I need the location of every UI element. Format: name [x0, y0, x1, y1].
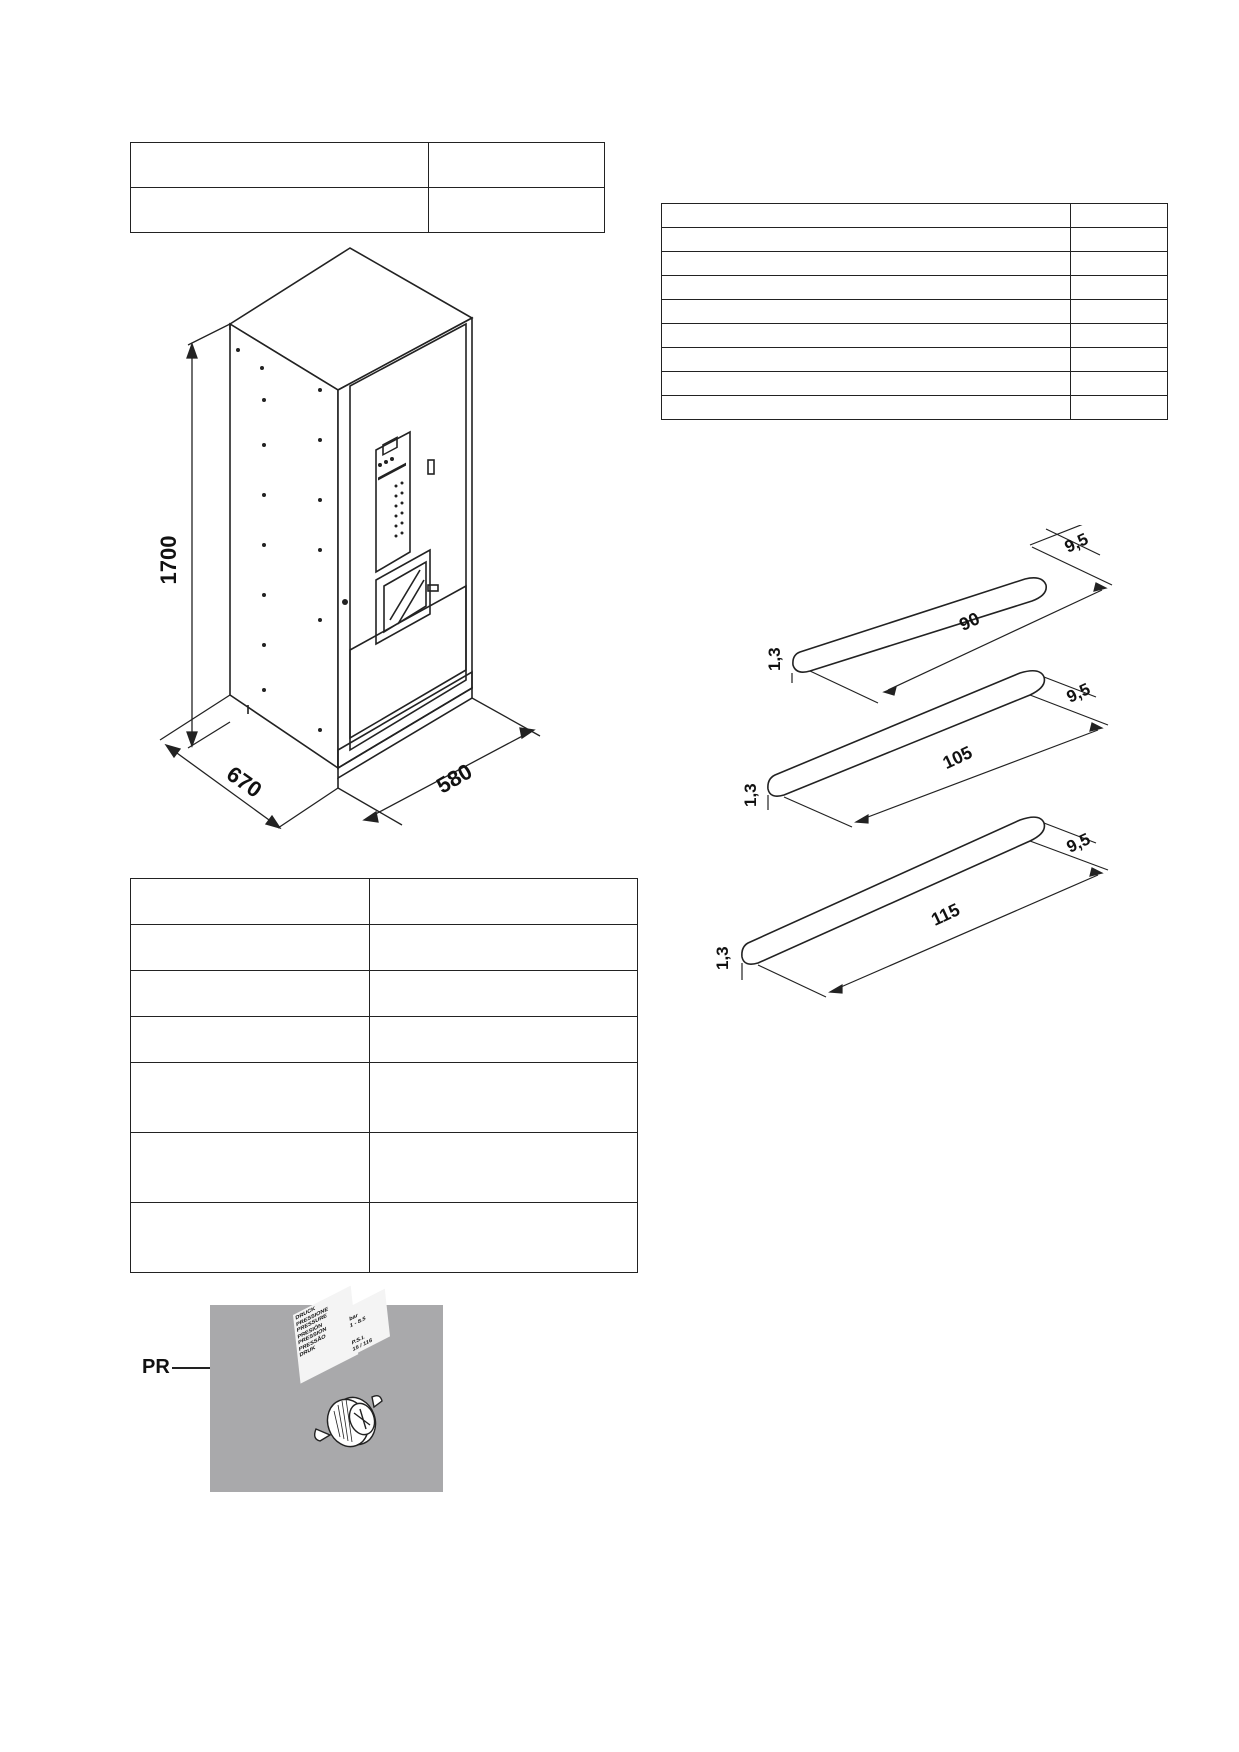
- table-cell: [661, 251, 1071, 276]
- table-cell: [1070, 347, 1168, 372]
- table-cell: [130, 878, 370, 925]
- stirrer-3-thickness-label: 1,3: [713, 946, 732, 970]
- depth-dimension-label: 670: [222, 761, 266, 803]
- stirrer-2-length-label: 105: [940, 742, 976, 773]
- psi-value: P.S.I. 15 / 116: [351, 1334, 373, 1354]
- stirrer-1-shape: [792, 577, 1048, 673]
- pressure-valve-knob-icon: [313, 1394, 383, 1448]
- stirrer-figures: 9,5 90 1,3 9,5 105 1,3 9,5 115 1,3: [713, 525, 1113, 998]
- table-cell: [369, 1202, 638, 1273]
- table-cell: [1070, 203, 1168, 228]
- stirrer-3-width-label: 9,5: [1064, 829, 1093, 856]
- table-cell: [369, 1016, 638, 1063]
- table-cell: [1070, 251, 1168, 276]
- table-cell: [369, 924, 638, 971]
- table-cell: [369, 1132, 638, 1203]
- table-cell: [1070, 275, 1168, 300]
- table-cell: [369, 878, 638, 925]
- valve-photo-panel: DRUCK PRESSIONE PRESSURE PRESIÓN PRESSIO…: [210, 1285, 443, 1492]
- pr-callout-label: PR: [142, 1356, 170, 1378]
- table-cell: [428, 142, 605, 188]
- stirrer-2-thickness-label: 1,3: [741, 783, 760, 807]
- table-cell: [1070, 323, 1168, 348]
- table-cell: [130, 1062, 370, 1133]
- table-cell: [661, 347, 1071, 372]
- top-left-table: [130, 142, 605, 233]
- table-cell: [661, 323, 1071, 348]
- machine-dimension-figure: 1700 670 580: [156, 247, 541, 830]
- table-cell: [130, 970, 370, 1017]
- stirrer-1-thickness-label: 1,3: [765, 647, 784, 671]
- table-cell: [130, 142, 429, 188]
- middle-left-table: [130, 878, 638, 1273]
- table-cell: [1070, 299, 1168, 324]
- table-cell: [661, 299, 1071, 324]
- top-right-table: [661, 203, 1168, 420]
- table-cell: [130, 1202, 370, 1273]
- stirrer-1-width-label: 9,5: [1062, 529, 1091, 556]
- table-cell: [661, 227, 1071, 252]
- table-cell: [661, 203, 1071, 228]
- table-cell: [1070, 371, 1168, 396]
- table-cell: [130, 924, 370, 971]
- stirrer-3-shape: [741, 816, 1046, 965]
- table-cell: [369, 1062, 638, 1133]
- table-cell: [661, 371, 1071, 396]
- table-cell: [369, 970, 638, 1017]
- table-cell: [130, 1016, 370, 1063]
- table-cell: [661, 275, 1071, 300]
- table-cell: [661, 395, 1071, 420]
- table-cell: [1070, 395, 1168, 420]
- table-cell: [1070, 227, 1168, 252]
- height-dimension-label: 1700: [156, 536, 181, 585]
- stirrer-2-shape: [767, 669, 1046, 797]
- table-cell: [130, 1132, 370, 1203]
- stirrer-3-length-label: 115: [928, 899, 963, 929]
- table-cell: [428, 187, 605, 233]
- stirrer-2-width-label: 9,5: [1064, 679, 1093, 706]
- table-cell: [130, 187, 429, 233]
